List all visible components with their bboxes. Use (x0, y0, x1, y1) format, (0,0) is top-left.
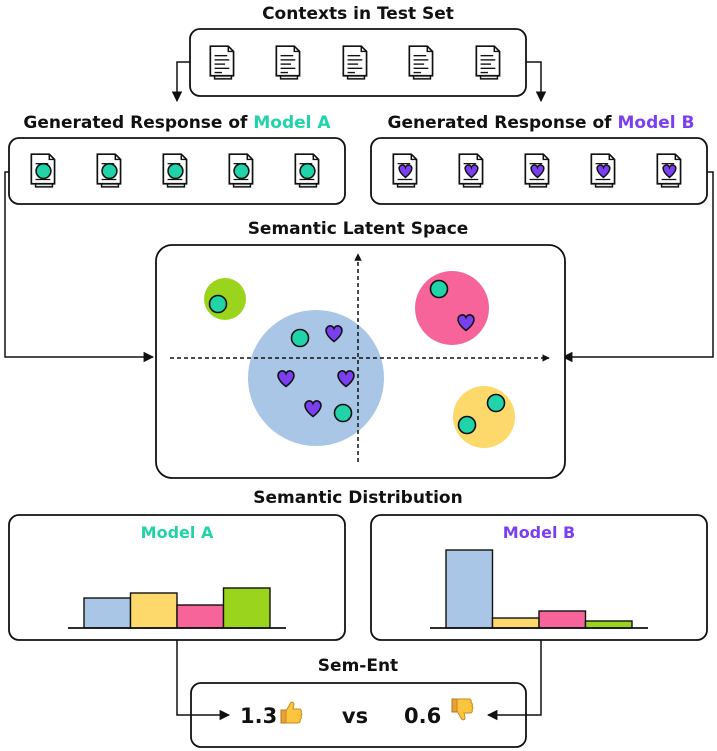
model-a-response-title: Generated Response of Model A (23, 113, 331, 133)
arrow-model-a-to-latent (4, 171, 155, 363)
response-point-model-a (333, 403, 353, 423)
arrow-contexts-to-model-b (526, 61, 547, 103)
cluster-blue (248, 310, 384, 446)
document-circle-icon (228, 153, 254, 188)
document-circle-icon (30, 153, 56, 188)
model-b-response-prefix: Generated Response of (388, 113, 618, 133)
response-point-model-a (429, 279, 449, 299)
document-heart-icon (590, 153, 616, 188)
vs-label: vs (342, 704, 368, 728)
model-b-bar-pink (538, 610, 587, 629)
model-a-bars (83, 587, 271, 629)
model-b-bar-blue (445, 549, 494, 629)
document-icon (475, 45, 501, 80)
document-circle-icon (96, 153, 122, 188)
contexts-title: Contexts in Test Set (262, 4, 454, 24)
document-heart-icon (524, 153, 550, 188)
thumbs-up-icon (280, 701, 303, 724)
latent-space-title: Semantic Latent Space (248, 219, 469, 239)
document-heart-icon (392, 153, 418, 188)
document-circle-icon (162, 153, 188, 188)
thumbs-down-icon (451, 698, 474, 721)
model-b-response-name: Model B (617, 113, 694, 133)
model-a-bar-pink (176, 604, 225, 629)
model-a-score: 1.3 (240, 704, 277, 728)
model-b-score: 0.6 (404, 704, 441, 728)
distribution-title: Semantic Distribution (253, 488, 462, 508)
response-point-model-a (208, 294, 228, 314)
response-point-model-a (486, 393, 506, 413)
arrow-model-a-to-score (176, 640, 231, 721)
model-b-chart-title: Model B (503, 523, 575, 542)
model-a-bar-blue (83, 597, 132, 629)
document-icon (209, 45, 235, 80)
model-b-response-title: Generated Response of Model B (388, 113, 695, 133)
response-point-model-a (457, 415, 477, 435)
arrow-model-b-to-latent (561, 171, 714, 363)
model-a-chart-title: Model A (141, 523, 214, 542)
model-b-bar-yellow (491, 617, 540, 629)
document-icon (408, 45, 434, 80)
model-a-response-name: Model A (253, 113, 331, 133)
arrow-model-b-to-score (486, 640, 542, 721)
model-b-bar-green (584, 620, 633, 629)
document-icon (342, 45, 368, 80)
document-circle-icon (294, 153, 320, 188)
cluster-pink (415, 271, 489, 345)
model-a-response-prefix: Generated Response of (23, 113, 253, 133)
document-icon (275, 45, 301, 80)
sement-title: Sem-Ent (318, 656, 398, 676)
model-a-bar-yellow (129, 592, 178, 629)
document-heart-icon (458, 153, 484, 188)
arrow-contexts-to-model-a (171, 61, 190, 103)
model-b-bars (445, 549, 633, 629)
model-a-bar-green (222, 587, 271, 629)
response-point-model-a (290, 328, 310, 348)
document-heart-icon (656, 153, 682, 188)
